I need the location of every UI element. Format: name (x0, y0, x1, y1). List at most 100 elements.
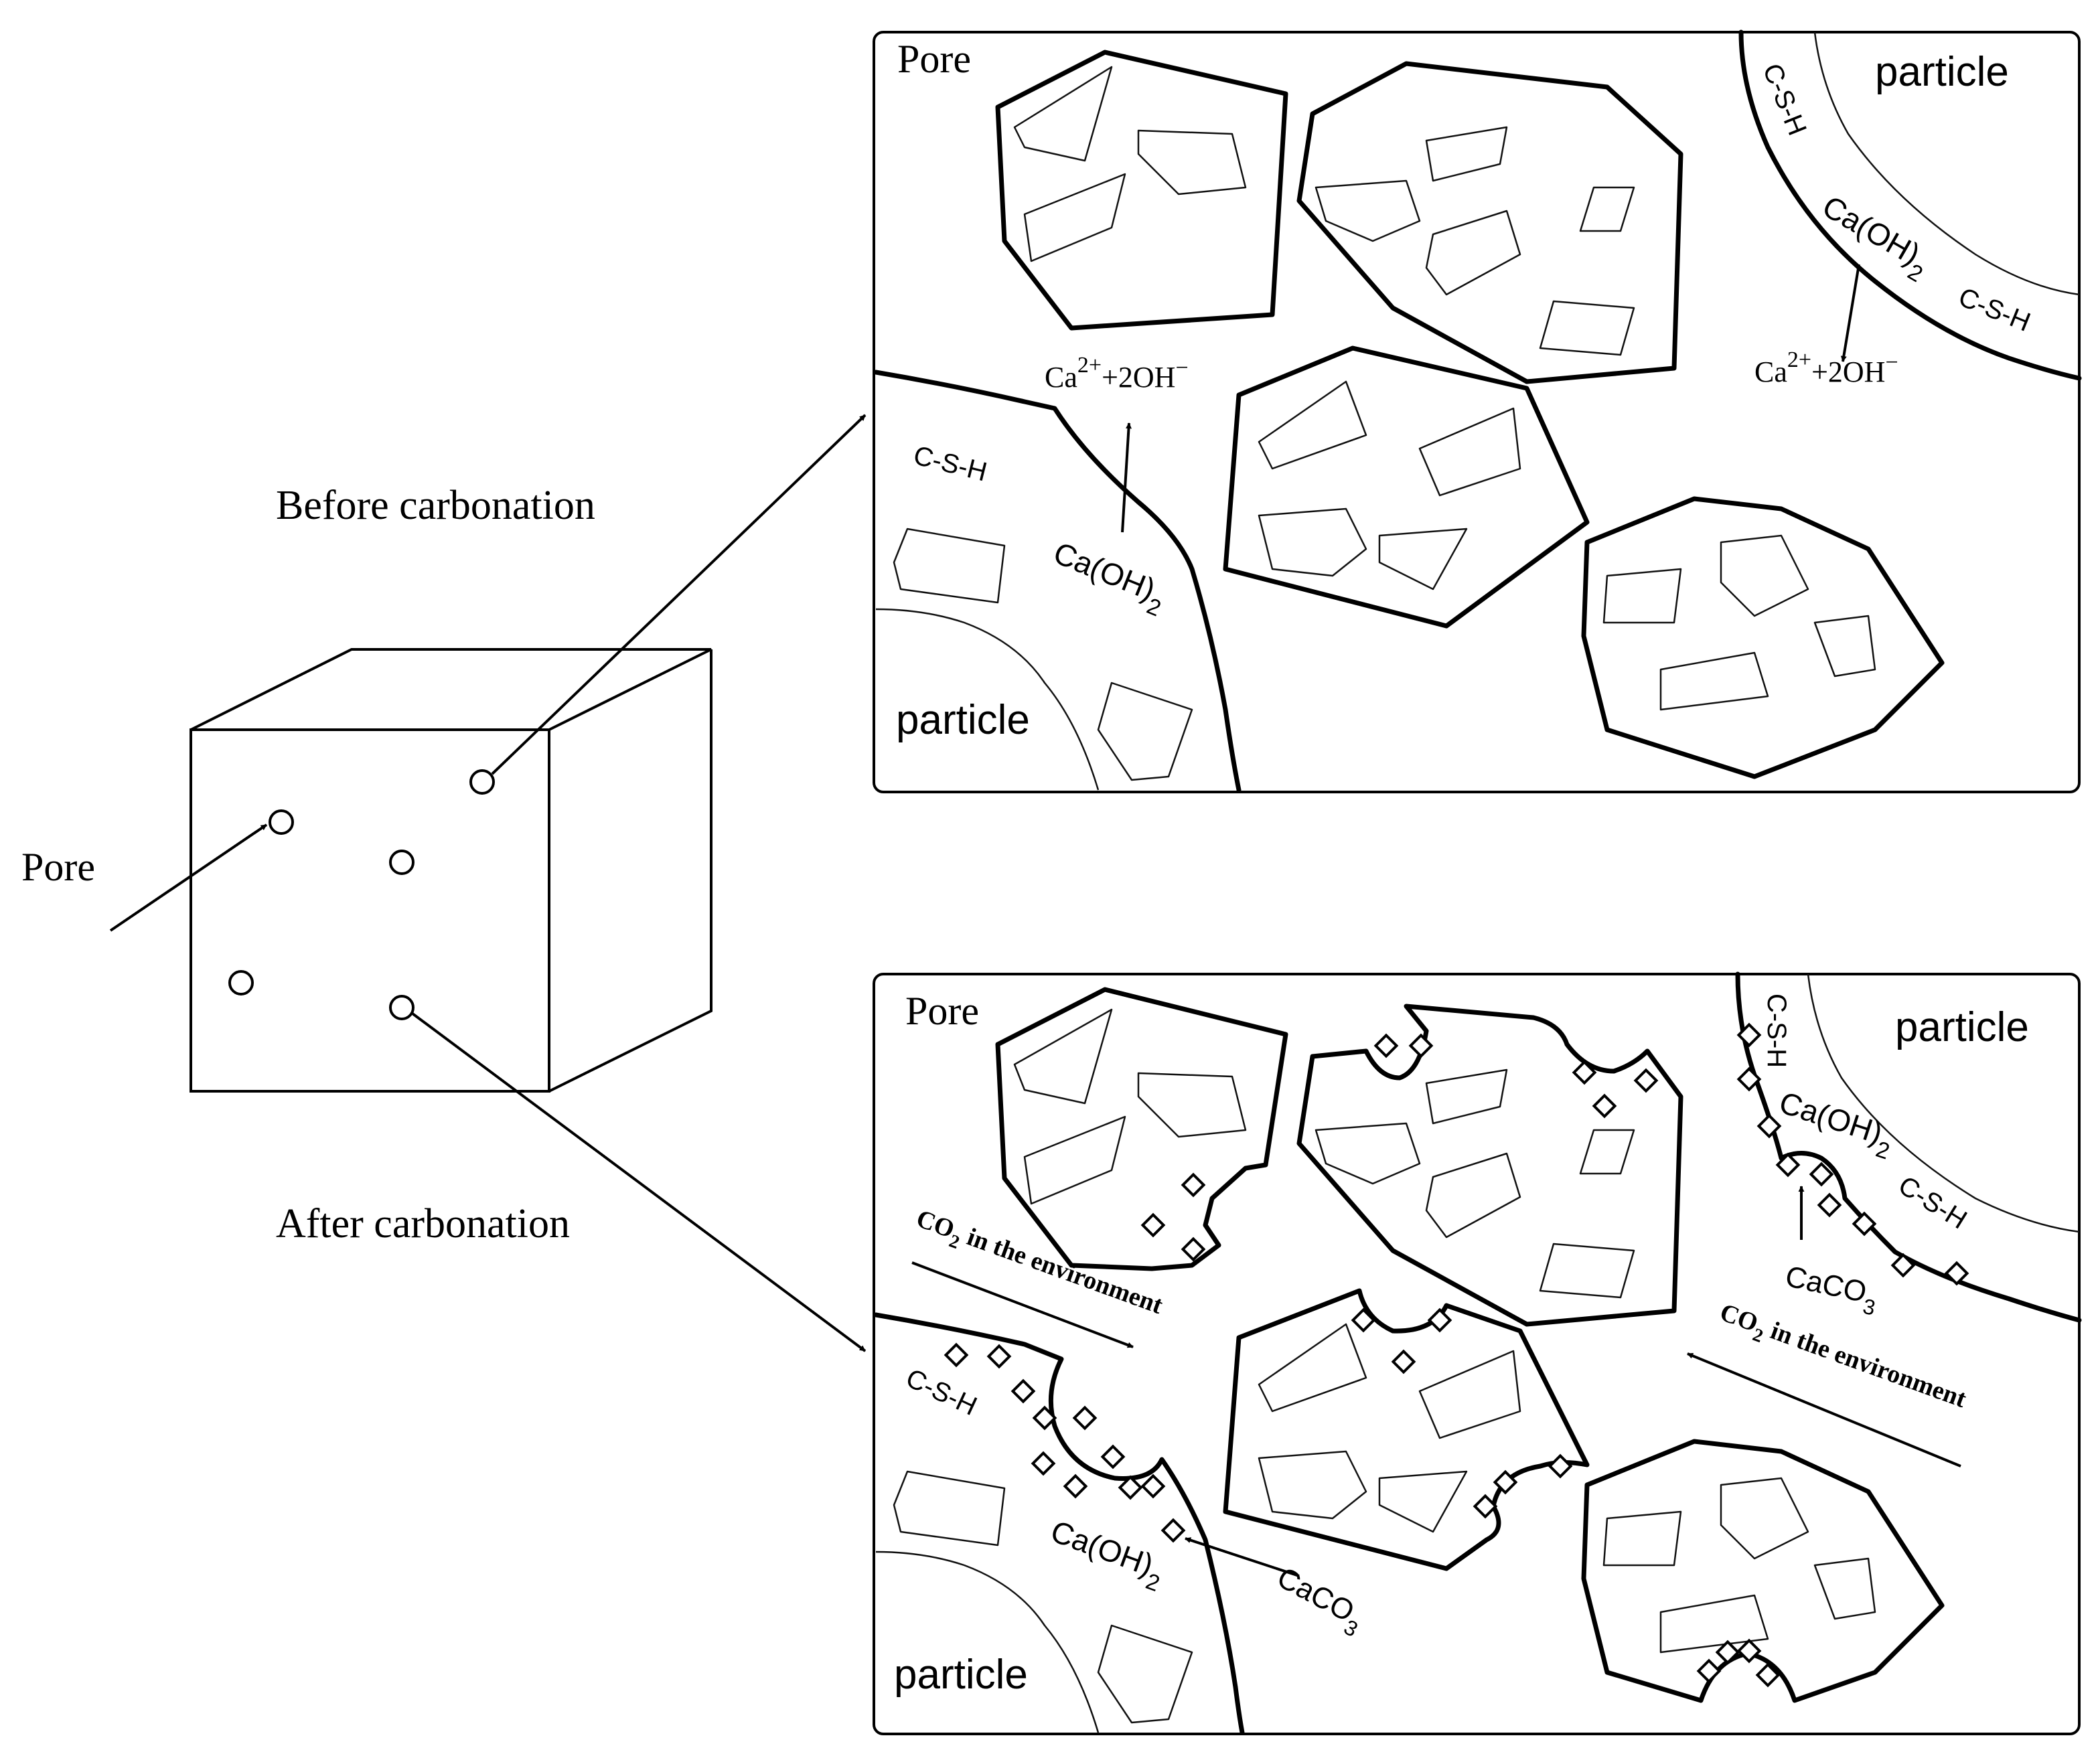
pore-hole (389, 850, 415, 875)
inclusion (1023, 1115, 1126, 1205)
inclusion (1539, 300, 1635, 356)
before-zoom-arrow (491, 414, 867, 775)
inclusion (1137, 1072, 1247, 1138)
caco3-crystal (1736, 1066, 1762, 1092)
caco3-crystal (1181, 1237, 1206, 1262)
inclusion (1602, 568, 1682, 624)
inclusion (1659, 1594, 1769, 1654)
caco3-crystal (1181, 1172, 1206, 1198)
inclusion (1720, 534, 1809, 617)
inclusion (1720, 1477, 1809, 1560)
particle-label: particle (1895, 1004, 2029, 1050)
caco3-crystal (1809, 1162, 1834, 1187)
inclusion (1378, 1470, 1468, 1533)
pore-pointer-arrow (109, 823, 268, 932)
inclusion (1418, 407, 1521, 497)
csh-rim-right (1738, 29, 2082, 381)
caco3-crystal (986, 1344, 1012, 1369)
pore-label: Pore (905, 989, 979, 1033)
inclusion (1137, 129, 1247, 195)
grain (1581, 496, 1945, 779)
caco3-crystal (1010, 1378, 1036, 1404)
inclusion (1425, 126, 1508, 182)
inclusion (1425, 210, 1521, 296)
inclusion (1813, 1557, 1876, 1620)
grain (1223, 345, 1590, 629)
caco3-crystal (1100, 1444, 1126, 1469)
pore-hole (469, 769, 495, 795)
inclusion (1539, 1243, 1635, 1299)
csh-label: C-S-H (1762, 994, 1791, 1068)
ions-label: Ca2++2OH− (1754, 347, 1898, 388)
particle-outline (1813, 31, 2080, 296)
caco3-crystal (1031, 1451, 1056, 1476)
grain (1296, 1004, 1683, 1327)
caco3-crystal (1890, 1253, 1916, 1278)
pore-hole (269, 809, 294, 835)
particle-label: particle (896, 697, 1030, 743)
caco3-crystal (1160, 1518, 1186, 1543)
pore-hole (228, 970, 254, 996)
particle-label: particle (894, 1652, 1028, 1698)
caco3-crystal (1736, 1022, 1762, 1048)
pore-label: Pore (897, 37, 971, 81)
inclusion (1579, 1129, 1635, 1175)
caco3-crystal (1032, 1405, 1057, 1431)
caco3-crystal (1696, 1658, 1722, 1684)
cube-front-face (190, 728, 550, 1093)
inclusion (1023, 173, 1126, 262)
inclusion (1425, 1152, 1521, 1239)
csh-rim-right (1735, 971, 2082, 1323)
caco3-crystal (1944, 1261, 1969, 1286)
inclusion (1013, 66, 1113, 162)
inclusion (1315, 1122, 1421, 1185)
inclusion (1659, 651, 1769, 711)
caco3-crystal (1852, 1211, 1877, 1237)
particle-outline (875, 1551, 1100, 1733)
inclusion (1258, 507, 1367, 577)
co2-diffusion-arrow (1687, 1352, 1961, 1467)
caco3-crystal (1427, 1307, 1452, 1333)
caco3-crystal (1736, 1638, 1762, 1664)
dissolution-arrow (1840, 264, 1860, 362)
inclusion (893, 1470, 1006, 1546)
caco3-crystals (944, 1022, 1969, 1688)
csh-rim-left (873, 1312, 1245, 1735)
after-zoom-arrow (411, 1012, 867, 1352)
caco3-crystal (1140, 1474, 1166, 1499)
inclusion (1258, 1323, 1367, 1413)
inclusion (893, 528, 1006, 604)
grain (1296, 61, 1683, 384)
caco3-crystal (1118, 1475, 1143, 1500)
before-carbonation-panel: Pore particle particle C-S-H C-S-H C-S-H… (873, 29, 2082, 793)
caco3-crystal (1351, 1307, 1376, 1333)
caco3-crystal (1715, 1640, 1740, 1665)
concrete-cube (190, 648, 712, 1093)
inclusion (1418, 1350, 1521, 1439)
caco3-crystal (1572, 1060, 1597, 1085)
caco3-crystal (1493, 1469, 1518, 1495)
inclusion (1258, 1450, 1367, 1520)
inclusion (1579, 186, 1635, 232)
caco3-crystal (1140, 1212, 1166, 1238)
particle-label: particle (1875, 49, 2009, 95)
dissolution-arrow (1121, 422, 1132, 533)
pore-hole (389, 995, 415, 1020)
inclusion (1813, 615, 1876, 678)
inclusion (1258, 380, 1367, 470)
before-carbonation-label: Before carbonation (276, 483, 595, 528)
grain (995, 50, 1288, 331)
particle-outline (1807, 973, 2080, 1233)
caco3-crystal (1633, 1068, 1659, 1093)
caco3-crystal (1391, 1349, 1416, 1374)
inclusion (1378, 528, 1468, 590)
caco3-pointer-arrow (1185, 1537, 1300, 1577)
caco3-crystal (1755, 1662, 1781, 1688)
caco3-crystal (1592, 1093, 1617, 1119)
caco3-crystal (1817, 1192, 1842, 1218)
inclusion (1425, 1068, 1508, 1125)
grain (995, 987, 1288, 1271)
ions-label: Ca2++2OH− (1045, 353, 1189, 394)
cube-top-face (190, 648, 712, 731)
